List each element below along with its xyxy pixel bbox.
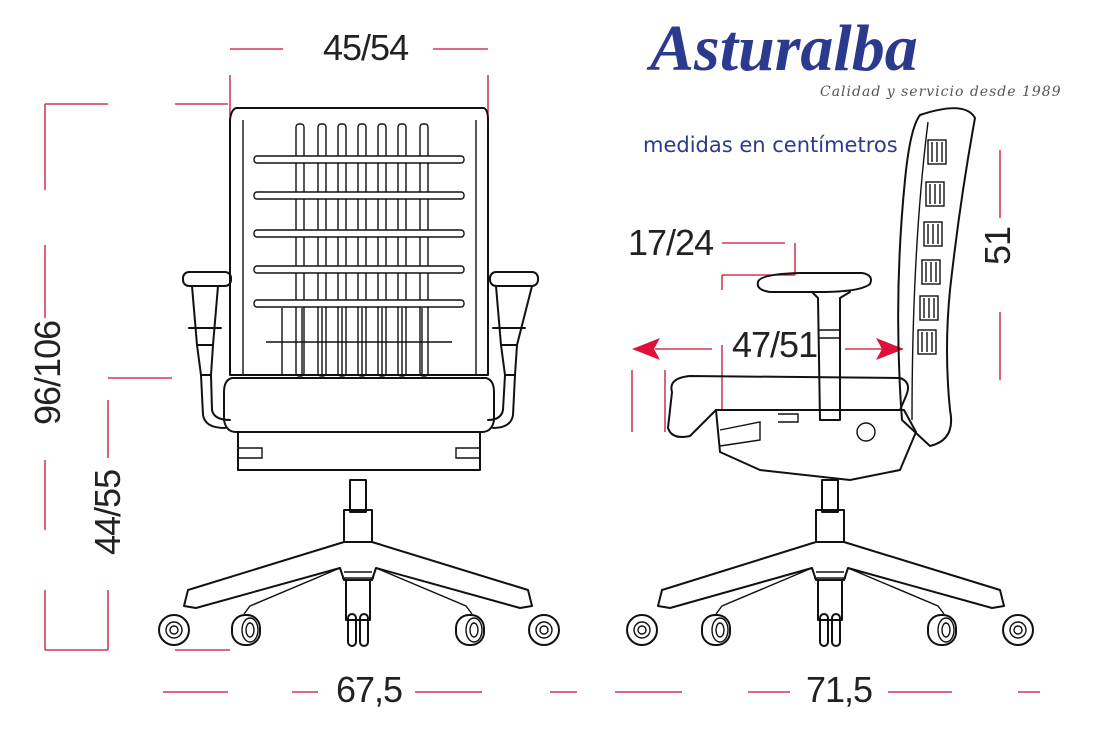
chair-front-view (158, 107, 560, 647)
units-note: medidas en centímetros (643, 133, 898, 157)
dim-seat-height: 44/55 (87, 470, 128, 555)
brand-logo: Asturalba (646, 12, 918, 85)
brand-tagline: Calidad y servicio desde 1989 (820, 84, 1062, 100)
dim-armrest-height: 17/24 (628, 222, 713, 263)
dimension-lines (44, 48, 1040, 693)
dim-base-width-side: 71,5 (806, 669, 872, 710)
dim-back-height: 51 (977, 227, 1018, 265)
seat-depth-arrow-left (632, 338, 660, 360)
dim-total-height: 96/106 (27, 321, 68, 425)
seat-depth-arrow-right (876, 338, 904, 360)
dim-back-width: 45/54 (323, 27, 408, 68)
chair-side-view (626, 107, 1034, 647)
dim-seat-depth: 47/51 (732, 324, 817, 365)
dim-base-width-front: 67,5 (336, 669, 402, 710)
